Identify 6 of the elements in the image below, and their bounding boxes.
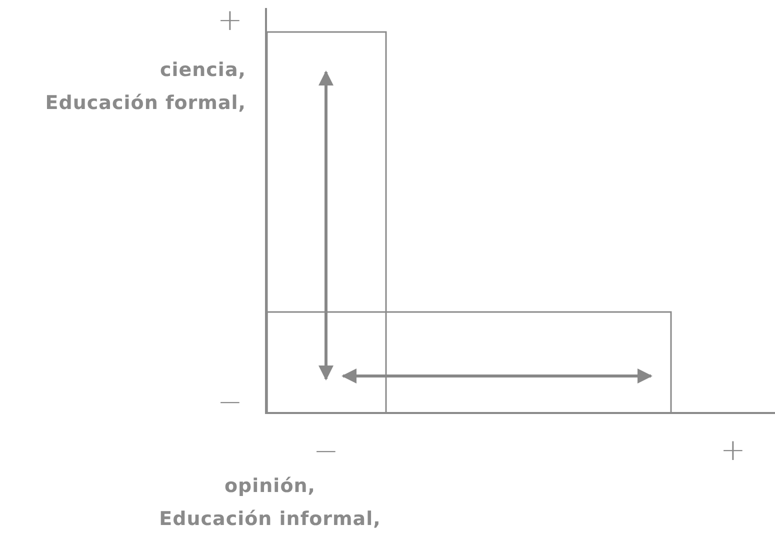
axis-sign: + — [216, 6, 244, 36]
axis-sign: + — [719, 436, 747, 466]
axis-sign: − — [216, 388, 244, 418]
axis-label: opinión, Educación informal, — [158, 474, 382, 532]
axis-sign: − — [312, 437, 340, 467]
axis-label: ciencia, Educación formal, — [44, 58, 246, 116]
